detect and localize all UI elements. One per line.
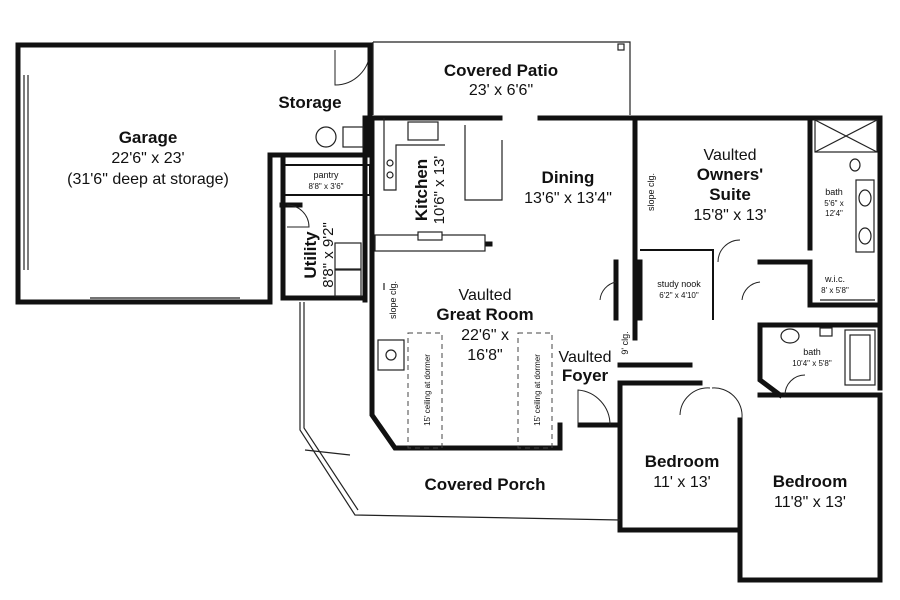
dining-dims: 13'6" x 13'4" xyxy=(524,190,612,207)
patio-dims: 23' x 6'6" xyxy=(469,82,533,99)
dormer-right-note: 15' ceiling at dormer xyxy=(533,354,542,426)
garage-dims: 22'6" x 23' xyxy=(111,150,184,167)
great-line2: Great Room xyxy=(436,305,533,324)
patio-label: Covered Patio 23' x 6'6" xyxy=(444,61,558,99)
utility-dims: 8'8" x 9'2" xyxy=(320,222,337,288)
bedroom2-door xyxy=(711,387,743,419)
bedroom2-dims: 11'8" x 13' xyxy=(774,494,846,511)
storage-walls xyxy=(267,42,373,303)
great-room-label: Vaulted Great Room 22'6" x 16'8" xyxy=(436,287,533,364)
kitchen-dims: 10'6" x 13' xyxy=(431,156,448,225)
garage-note: (31'6" deep at storage) xyxy=(67,171,229,188)
slope-dining-note: slope clg. xyxy=(646,173,656,211)
garage-label: Garage 22'6" x 23' (31'6" deep at storag… xyxy=(67,128,229,188)
bath1-dims1: 5'6" x xyxy=(824,199,844,208)
storage-name: Storage xyxy=(278,93,341,112)
utility-name: Utility xyxy=(301,231,320,279)
patio-outline xyxy=(372,41,631,115)
dining-label: Dining 13'6" x 13'4" xyxy=(524,168,612,207)
great-line1: Vaulted xyxy=(458,287,511,304)
owners-dims: 15'8" x 13' xyxy=(693,207,766,224)
porch-outline xyxy=(299,302,621,521)
dormer-left-note: 15' ceiling at dormer xyxy=(423,354,432,426)
foyer-label: Vaulted Foyer xyxy=(558,349,611,385)
study-label: study nook 6'2" x 4'10" xyxy=(657,279,701,300)
foyer-line2: Foyer xyxy=(562,366,609,385)
kitchen-name: Kitchen xyxy=(412,159,431,221)
interior-walls xyxy=(370,115,883,451)
foyer-line1: Vaulted xyxy=(558,349,611,366)
porch-name: Covered Porch xyxy=(425,475,546,494)
bedroom1-door xyxy=(679,387,711,416)
owners-line1: Vaulted xyxy=(703,147,756,164)
great-room-fixtures xyxy=(377,283,553,449)
owners-label: Vaulted Owners' Suite 15'8" x 13' xyxy=(693,147,766,224)
wic-door xyxy=(741,281,761,301)
study-name: study nook xyxy=(657,279,701,289)
bedroom2-label: Bedroom 11'8" x 13' xyxy=(773,472,848,511)
bath2-name: bath xyxy=(803,347,821,357)
owners-bath-fixtures xyxy=(814,119,878,301)
pantry-dims: 8'8" x 3'6" xyxy=(309,182,344,191)
study-dims: 6'2" x 4'10" xyxy=(659,291,699,300)
house-walls xyxy=(369,115,883,583)
owners-line2: Owners' xyxy=(697,165,763,184)
hall-bath-fixtures xyxy=(780,327,876,396)
bath1-dims2: 12'4" xyxy=(825,209,843,218)
owners-line3: Suite xyxy=(709,185,751,204)
bath1-name: bath xyxy=(825,187,843,197)
bath2-dims: 10'4" x 5'8" xyxy=(792,359,832,368)
bath2-label: bath 10'4" x 5'8" xyxy=(792,347,832,368)
suite-door xyxy=(717,239,741,263)
pantry-name: pantry xyxy=(313,170,339,180)
great-dims1: 22'6" x xyxy=(461,327,509,344)
garage-name: Garage xyxy=(119,128,178,147)
bedroom1-dims: 11' x 13' xyxy=(653,474,710,491)
slope-great-note: slope clg. xyxy=(388,281,398,319)
garage-walls xyxy=(15,42,373,305)
great-dims2: 16'8" xyxy=(467,347,502,364)
garage-storage-door xyxy=(334,49,371,86)
bedroom1-label: Bedroom 11' x 13' xyxy=(645,452,720,491)
front-door xyxy=(577,389,611,426)
bedroom1-name: Bedroom xyxy=(645,452,720,471)
utility-label: Utility 8'8" x 9'2" xyxy=(301,222,337,288)
kitchen-label: Kitchen 10'6" x 13' xyxy=(412,156,448,225)
pantry-label: pantry 8'8" x 3'6" xyxy=(309,170,344,191)
patio-name: Covered Patio xyxy=(444,61,558,80)
wic-name: w.i.c. xyxy=(824,274,845,284)
bath1-label: bath 5'6" x 12'4" xyxy=(824,187,844,218)
storage-fixtures xyxy=(286,126,364,297)
wic-dims: 8' x 5'8" xyxy=(821,286,849,295)
study-door xyxy=(599,281,617,301)
wic-label: w.i.c. 8' x 5'8" xyxy=(821,274,849,295)
dining-name: Dining xyxy=(542,168,595,187)
kitchen-fixtures xyxy=(374,118,503,252)
nine-clg-note: 9' clg. xyxy=(620,331,630,354)
bedroom2-name: Bedroom xyxy=(773,472,848,491)
